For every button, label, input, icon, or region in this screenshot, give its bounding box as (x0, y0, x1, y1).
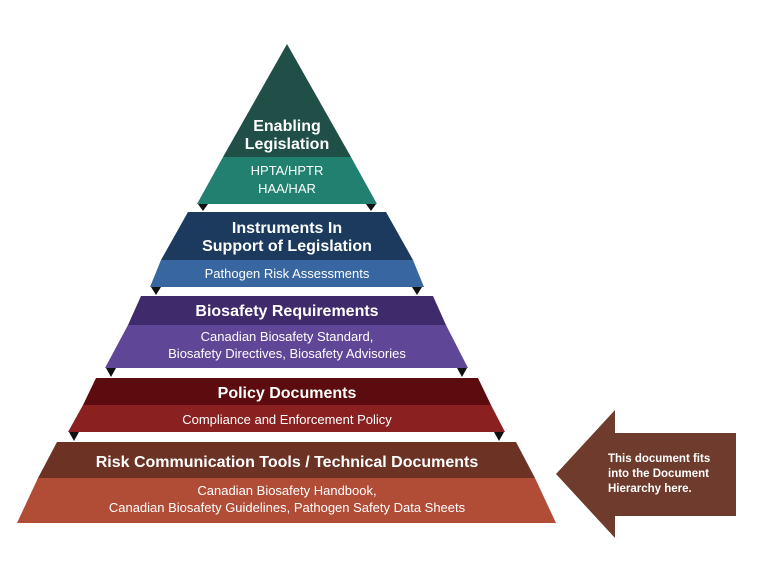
level-1-header-band (223, 44, 351, 157)
arrowhead-icon (366, 204, 376, 211)
arrowhead-icon (69, 432, 79, 441)
level-1-detail-band (197, 157, 377, 204)
level-1-title-line-1: Enabling (253, 118, 321, 135)
level-1-title-line-2: Legislation (245, 136, 329, 153)
callout-line-3: Hierarchy here. (608, 483, 692, 495)
level-4-title: Policy Documents (218, 385, 357, 402)
callout-line-2: into the Document (608, 468, 709, 480)
level-2-detail-band (150, 260, 424, 287)
arrowhead-icon (151, 287, 161, 295)
level-4-detail-line-1: Compliance and Enforcement Policy (182, 412, 392, 427)
level-1-detail-line-1: HPTA/HPTR (251, 163, 324, 178)
arrowhead-icon (494, 432, 504, 441)
level-5-title: Risk Communication Tools / Technical Doc… (96, 454, 479, 471)
level-4-detail-band (68, 405, 505, 432)
level-2-title-line-1: Instruments In (232, 220, 342, 237)
level-3-detail-band (105, 325, 468, 368)
level-policy-documents: Policy Documents Compliance and Enforcem… (68, 378, 505, 432)
connector-arrowheads (69, 204, 504, 441)
level-instruments-in-support: Instruments In Support of Legislation Pa… (150, 212, 424, 287)
level-4-header-band (83, 378, 491, 405)
level-1-detail-line-2: HAA/HAR (258, 181, 316, 196)
level-2-header-band (161, 212, 413, 260)
level-3-detail-line-1: Canadian Biosafety Standard, (201, 329, 374, 344)
level-3-header-band (128, 296, 446, 325)
level-5-detail-band (17, 478, 556, 523)
level-enabling-legislation: Enabling Legislation HPTA/HPTR HAA/HAR (197, 44, 377, 204)
level-5-header-band (38, 442, 535, 478)
level-2-title-line-2: Support of Legislation (202, 238, 372, 255)
arrowhead-icon (412, 287, 422, 295)
level-3-detail-line-2: Biosafety Directives, Biosafety Advisori… (168, 346, 406, 361)
arrowhead-icon (457, 368, 467, 377)
level-biosafety-requirements: Biosafety Requirements Canadian Biosafet… (105, 296, 468, 368)
left-arrow-shape (556, 410, 736, 538)
callout-line-1: This document fits (608, 453, 710, 465)
level-5-detail-line-1: Canadian Biosafety Handbook, (197, 483, 376, 498)
level-3-title: Biosafety Requirements (195, 303, 378, 320)
level-2-detail-line-1: Pathogen Risk Assessments (205, 266, 370, 281)
arrowhead-icon (198, 204, 208, 211)
level-risk-communication-tools: Risk Communication Tools / Technical Doc… (17, 442, 556, 523)
callout-arrow: This document fits into the Document Hie… (556, 410, 736, 538)
arrowhead-icon (106, 368, 116, 377)
level-5-detail-line-2: Canadian Biosafety Guidelines, Pathogen … (109, 500, 466, 515)
